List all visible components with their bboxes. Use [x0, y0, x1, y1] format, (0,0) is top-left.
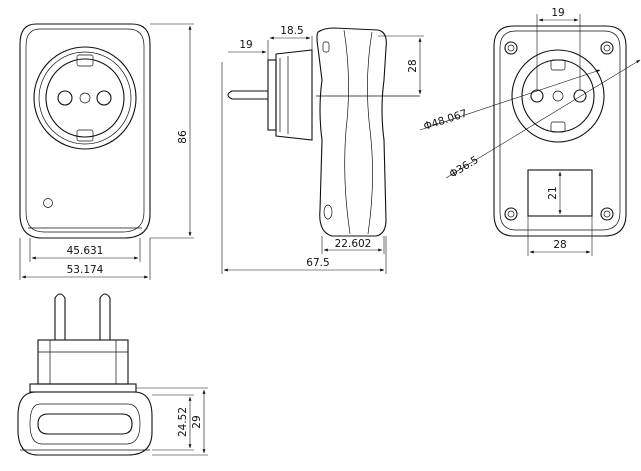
back-body-inner-edge	[499, 30, 621, 231]
back-center-logo	[552, 90, 564, 102]
front-earth-clip-top	[76, 54, 94, 67]
bottom-pin-right	[99, 293, 111, 340]
bottom-pin-left	[54, 293, 66, 340]
dim-front-inner-width: 45.631	[67, 245, 104, 257]
back-earth-slot-top	[550, 59, 566, 71]
front-socket-ring	[38, 51, 132, 145]
dim-back-label-height: 21	[547, 186, 559, 199]
dim-side-collar-length: 18.5	[280, 25, 303, 37]
front-earth-clip-bottom	[76, 129, 94, 142]
side-body-outline	[316, 27, 387, 237]
side-ring	[322, 41, 330, 53]
dim-side-pin-length: 19	[239, 39, 252, 51]
back-screw-bottom-left	[504, 207, 518, 221]
back-view: 19 Φ48.067 Φ36.5 21 28	[419, 7, 641, 256]
dim-side-overall-length: 67.5	[306, 257, 329, 269]
front-socket-recess	[45, 58, 125, 138]
back-screw-top-left	[504, 41, 518, 55]
front-body-inner-edge	[25, 28, 145, 233]
side-body-seam	[343, 29, 351, 235]
back-screw-bottom-right	[600, 207, 614, 221]
dim-back-label-width: 28	[553, 239, 566, 251]
front-pin-hole-left	[57, 90, 73, 106]
dim-line-back-inner-diameter	[445, 59, 641, 179]
dim-front-outer-width: 53.174	[67, 264, 104, 276]
back-plug-outer	[511, 49, 605, 143]
back-pin-left	[530, 89, 544, 103]
back-label-area	[527, 169, 593, 217]
side-plug-base	[267, 59, 277, 131]
dim-front-height: 86	[177, 130, 189, 144]
front-socket-outer	[33, 46, 137, 150]
side-button	[323, 204, 333, 220]
side-collar	[275, 49, 313, 141]
bottom-flange	[29, 383, 137, 393]
back-earth-slot-bottom	[550, 121, 566, 133]
dim-back-pin-spacing: 19	[551, 7, 564, 19]
dim-back-outer-diameter: Φ48.067	[422, 108, 469, 133]
back-plug-face	[521, 59, 595, 133]
front-shutter-logo	[79, 92, 91, 104]
dim-back-inner-diameter: Φ36.5	[447, 154, 480, 181]
dim-bottom-overall-height: 29	[191, 415, 203, 428]
side-pin	[227, 90, 268, 100]
front-view: 86 45.631 53.174	[19, 23, 194, 280]
dim-side-collar-height: 28	[407, 59, 419, 72]
back-screw-top-right	[600, 41, 614, 55]
front-body-outline	[19, 23, 151, 239]
dim-line-back-outer-diameter	[419, 69, 601, 131]
back-body-outline	[493, 25, 627, 237]
dim-bottom-body-height: 24.52	[177, 407, 189, 437]
bottom-view: 24.52 29	[17, 293, 208, 456]
bottom-body-outline	[17, 391, 153, 456]
side-view: 19 18.5 28 22.602 67.5	[221, 25, 424, 274]
bottom-plug-collar	[37, 339, 129, 385]
front-pin-hole-right	[96, 90, 112, 106]
dim-side-body-depth: 22.602	[335, 238, 372, 250]
bottom-body-groove	[29, 403, 141, 445]
bottom-body-recess	[37, 413, 133, 435]
back-pin-right	[573, 89, 587, 103]
front-indicator-led	[43, 198, 53, 208]
